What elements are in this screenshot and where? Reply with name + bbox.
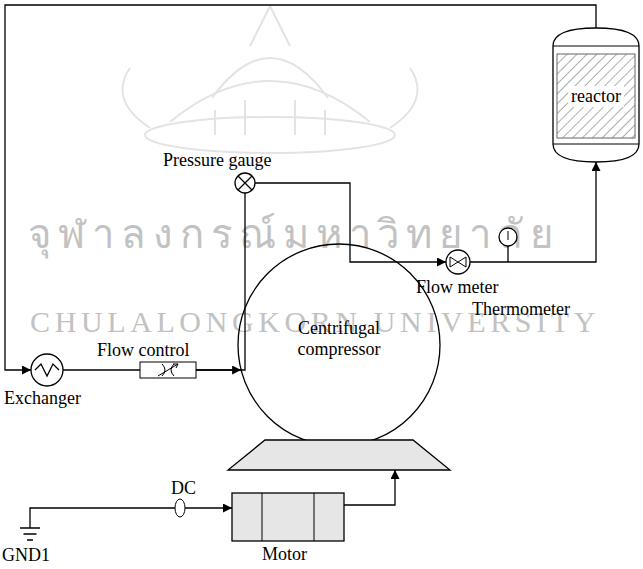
crest-outline (122, 6, 417, 153)
heat-exchanger-label: Exchanger (4, 388, 81, 409)
gauge-circle (235, 173, 255, 193)
flow-control-valve-shape (140, 362, 196, 378)
compressor-base (228, 440, 450, 470)
motor-box: Motor (232, 493, 344, 541)
pressure-gauge: Pressure gauge (235, 173, 255, 193)
heat-exchanger: Exchanger (31, 354, 63, 386)
flow-meter-label: Flow meter (416, 277, 499, 298)
process-line (185, 507, 232, 508)
vessel-seam (553, 46, 639, 144)
ground-bars (20, 528, 40, 540)
thermometer-shape (499, 228, 517, 262)
motor-box-label: Motor (262, 544, 307, 565)
pressure-gauge-shape (235, 173, 255, 193)
centrifugal-compressor-label: Centrifugal compressor (274, 318, 404, 359)
crest-wing (122, 68, 417, 128)
heat-exchanger-shape (31, 354, 63, 386)
thermometer: Thermometer (499, 228, 517, 262)
dc-source-shape (175, 499, 185, 517)
dc-symbol (175, 499, 185, 517)
ground-symbol: GND1 (20, 528, 40, 542)
motor-band (262, 493, 314, 541)
thermometer-stem (507, 246, 508, 262)
meter-circle (446, 250, 470, 274)
thermometer-needle (508, 231, 509, 240)
crest-base (145, 117, 395, 153)
watermark-text: จุฬาลงกรณ์มหาวิทยาลัย (28, 212, 560, 256)
thermometer-label: Thermometer (472, 299, 570, 320)
process-line (30, 508, 175, 528)
ground-symbol-label: GND1 (2, 545, 50, 566)
vessel-outline (553, 28, 639, 162)
reactor-vessel-label: reactor (568, 86, 624, 107)
dc-source-label: DC (171, 478, 196, 499)
dc-source: DC (175, 499, 185, 517)
flow-control-valve-label: Flow control (97, 340, 190, 361)
valve-body (140, 362, 196, 378)
compressor-casing (238, 244, 440, 446)
catalyst-bed (557, 54, 635, 138)
adjust-arrow (158, 364, 178, 376)
thermometer-dial (499, 228, 517, 246)
flow-meter: Flow meter (446, 250, 470, 274)
meter-bowtie (450, 257, 466, 267)
crest-pillar (215, 100, 325, 135)
ground-symbol-shape (20, 528, 40, 542)
exchanger-zigzag (35, 364, 59, 376)
process-line (63, 369, 140, 370)
process-line (470, 162, 596, 262)
pressure-gauge-label: Pressure gauge (163, 150, 271, 171)
crest-spire (250, 6, 290, 46)
exchanger-circle (31, 354, 63, 386)
motor-body (232, 493, 344, 541)
process-line (255, 183, 446, 262)
motor-box-shape (232, 493, 344, 541)
gauge-cross (238, 176, 252, 190)
crest-arch (170, 81, 370, 122)
reactor-vessel: reactor (553, 28, 639, 162)
flow-meter-shape (446, 250, 470, 274)
process-line (5, 5, 596, 370)
process-line (344, 470, 395, 505)
crest-arch (212, 58, 328, 98)
flow-control-valve: Flow control (140, 362, 196, 378)
